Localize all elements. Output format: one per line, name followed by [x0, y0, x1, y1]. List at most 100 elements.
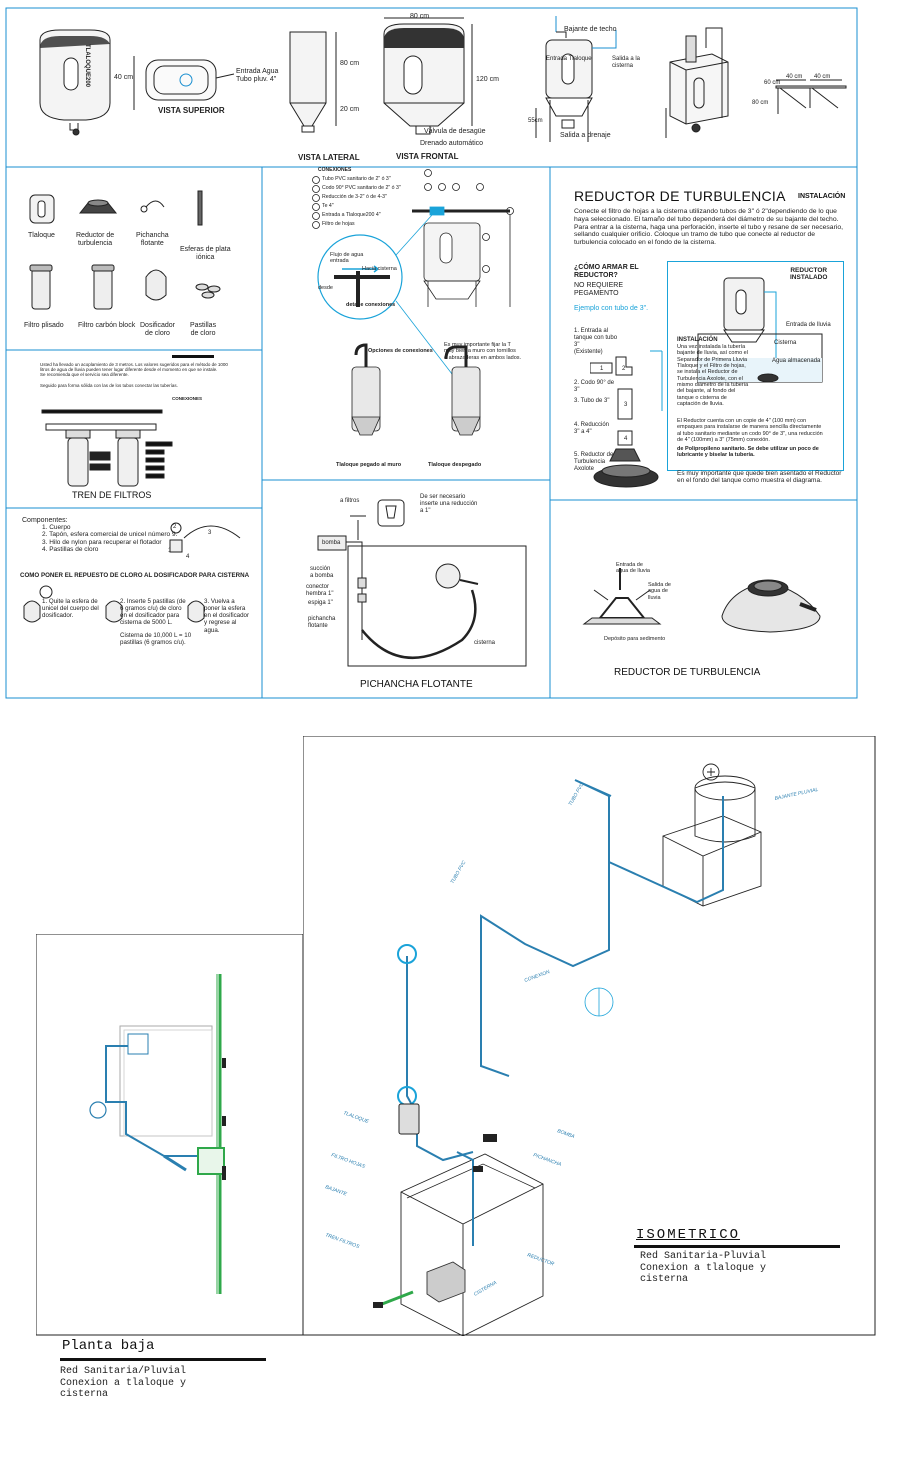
dim-40cm: 40 cm	[114, 74, 134, 81]
dosificador-step1: 1. Quite la esfera de unicel del cuerpo …	[42, 598, 99, 620]
dosificador-step3: 3. Vuelva a poner la esfera en el dosifi…	[204, 598, 250, 634]
flujo-label: Flujo de agua entrada	[330, 252, 364, 265]
dosif-num-4: 4	[186, 554, 190, 560]
tren-title: TREN DE FILTROS	[72, 490, 152, 500]
instruction-sheet-frame	[5, 7, 858, 699]
conexiones-title: CONEXIONES	[318, 167, 352, 173]
component-label-esferas: Esferas de plata iónica	[180, 246, 231, 262]
importante-label: Es muy importante fijar la T muy bien a …	[444, 342, 522, 361]
dosif-num-1: 1	[168, 548, 172, 554]
component-label-dosificador: Dosificador de cloro	[140, 322, 176, 338]
planta-title-underline	[60, 1358, 266, 1361]
dosificador-components-list: 1. Cuerpo 2. Tapón, esfera comercial de …	[42, 524, 178, 554]
inst-bold: de Polipropileno sanitario. Se debe util…	[677, 446, 819, 459]
dosificador-drawing	[169, 522, 241, 553]
isometrico-title-underline	[634, 1245, 840, 1248]
filter-housing-2	[117, 437, 139, 487]
bajante-label: Bajante de techo	[564, 26, 617, 33]
bomba-label: bomba	[322, 540, 341, 546]
reductor-bottom-drawing	[582, 568, 821, 633]
pichancha-title: PICHANCHA FLOTANTE	[360, 679, 473, 690]
dim-20cm: 20 cm	[340, 106, 360, 113]
reductor-stepnum-3: 3	[624, 402, 628, 408]
detalle-label: detalle conexiones	[346, 302, 396, 308]
reductor-step-3: 3. Tubo de 3"	[574, 398, 610, 404]
dosif-num-2: 2	[173, 524, 177, 530]
inst-text2: El Reductor cuenta con un copie de 4" (1…	[677, 418, 823, 443]
dim-80cm-bracket: 80 cm	[752, 100, 769, 106]
dim-60cm: 60 cm	[764, 80, 781, 86]
dosif-num-3: 3	[208, 530, 212, 536]
component-label-filtro-carbon: Filtro carbón block	[78, 322, 136, 329]
inst-text: Una vez instalada la tubería bajante de …	[677, 344, 749, 407]
pichancha-icon	[145, 200, 165, 208]
reductor-title: REDUCTOR DE TURBULENCIA	[574, 188, 786, 204]
tlaloque-3d-view	[669, 53, 729, 125]
cisterna-label: cisterna	[474, 640, 496, 646]
reductor2-deposito: Depósito para sedimento	[604, 636, 666, 642]
entrada-tlaloque-label: Entrada Tlaloque	[546, 56, 592, 62]
planta-subtitle: Red Sanitaria/Pluvial Conexion a tlaloqu…	[60, 1366, 187, 1400]
vista-lateral-label: VISTA LATERAL	[298, 153, 360, 162]
isometrico-drawing[interactable]: BAJANTE PLUVIAL TUBO PVC TUBO PVC CONEXI…	[303, 736, 876, 1336]
entrada-agua-label: Entrada Agua Tubo pluv. 4"	[236, 68, 279, 84]
component-label-reductor: Reductor de turbulencia	[76, 232, 115, 248]
planta-tank-green	[197, 1147, 225, 1175]
wall-bracket	[775, 85, 847, 89]
valvula-label: Válvula de desagüe	[424, 128, 486, 135]
reductor-ejemplo: Ejemplo con tubo de 3".	[574, 305, 649, 312]
component-label-tlaloque: Tlaloque	[28, 232, 55, 239]
conexion-item-6: Filtro de hojas	[322, 221, 355, 227]
reductor-important: Es muy importante que quede bien asentad…	[677, 470, 842, 485]
reductor-assembly-drawing	[590, 350, 663, 488]
dim-40cm-a: 40 cm	[786, 74, 803, 80]
pichancha-float	[435, 563, 461, 589]
reductor-step-2: 2. Codo 90° de 3"	[574, 380, 615, 393]
tren-filtros-drawing	[41, 409, 173, 487]
tren-conexiones: CONEXIONES	[172, 396, 203, 401]
dim-80cm-top: 80 cm	[410, 13, 430, 20]
entrada-lluvia-label: Entrada de lluvia	[786, 322, 831, 328]
reductor2-title: REDUCTOR DE TURBULENCIA	[614, 667, 761, 678]
vista-superior-label: VISTA SUPERIOR	[158, 106, 225, 115]
esferas-icon	[197, 190, 203, 226]
reductor-stepnum-4: 4	[624, 436, 628, 442]
reductor-stepnum-2: 2	[622, 366, 626, 372]
dim-80cm-side: 80 cm	[340, 60, 360, 67]
filter-housing-1	[67, 437, 89, 487]
conexion-item-2: Codo 90° PVC sanitario de 2" ó 3"	[322, 185, 401, 191]
conexiones-drawing	[312, 169, 514, 436]
dim-120cm: 120 cm	[476, 76, 499, 83]
component-label-filtro-plisado: Filtro plisado	[24, 322, 64, 329]
dosificador-step2: 2. Inserte 5 pastillas (de 6 gramos c/u)…	[120, 598, 186, 627]
pichancha-flotante-label: pichancha flotante	[308, 616, 336, 629]
conexion-item-4: Te 4"	[322, 203, 334, 209]
reduccion-label: De ser necesario inserte una reducción a…	[420, 494, 478, 514]
reductor-step-1: 1. Entrada al tanque con tubo 3" (Existe…	[574, 328, 618, 355]
dosificador-components-title: Componentes:	[22, 517, 68, 524]
planta-title: Planta baja	[62, 1338, 155, 1354]
succion-label: succión a bomba	[310, 566, 334, 579]
cisterna-inst-label: Cisterna	[774, 340, 797, 346]
iso-cistern	[400, 1153, 544, 1336]
despegado-label: Tlaloque despegado	[428, 462, 482, 468]
inst-title: INSTALACIÓN	[677, 337, 718, 343]
component-label-pastillas: Pastillas de cloro	[190, 322, 217, 338]
tren-header-bar	[172, 355, 214, 358]
tren-note2: Seguido para forma sólida con las de los…	[40, 383, 178, 388]
tlaloque-views-drawing	[39, 16, 847, 142]
reductor-instalacion: INSTALACIÓN	[798, 193, 846, 200]
reductor2-entrada: Entrada de agua de lluvia	[616, 562, 650, 575]
vista-frontal-label: VISTA FRONTAL	[396, 152, 459, 161]
detalle-circle	[317, 234, 403, 320]
components-icons	[29, 190, 221, 310]
dosificador-icon	[145, 269, 167, 301]
reductor-instalado-title: REDUCTOR INSTALADO	[790, 267, 828, 282]
filtro-carbon-icon	[93, 268, 113, 310]
iso-elevated-tank	[694, 781, 756, 843]
planta-baja-drawing[interactable]	[36, 934, 304, 1336]
conector-label: conector hembra 1"	[306, 584, 334, 597]
dim-40cm-b: 40 cm	[814, 74, 831, 80]
brand-label: TLALOQUE200	[84, 44, 90, 88]
reductor-step-4: 4. Reducción 3" a 4"	[574, 422, 610, 435]
